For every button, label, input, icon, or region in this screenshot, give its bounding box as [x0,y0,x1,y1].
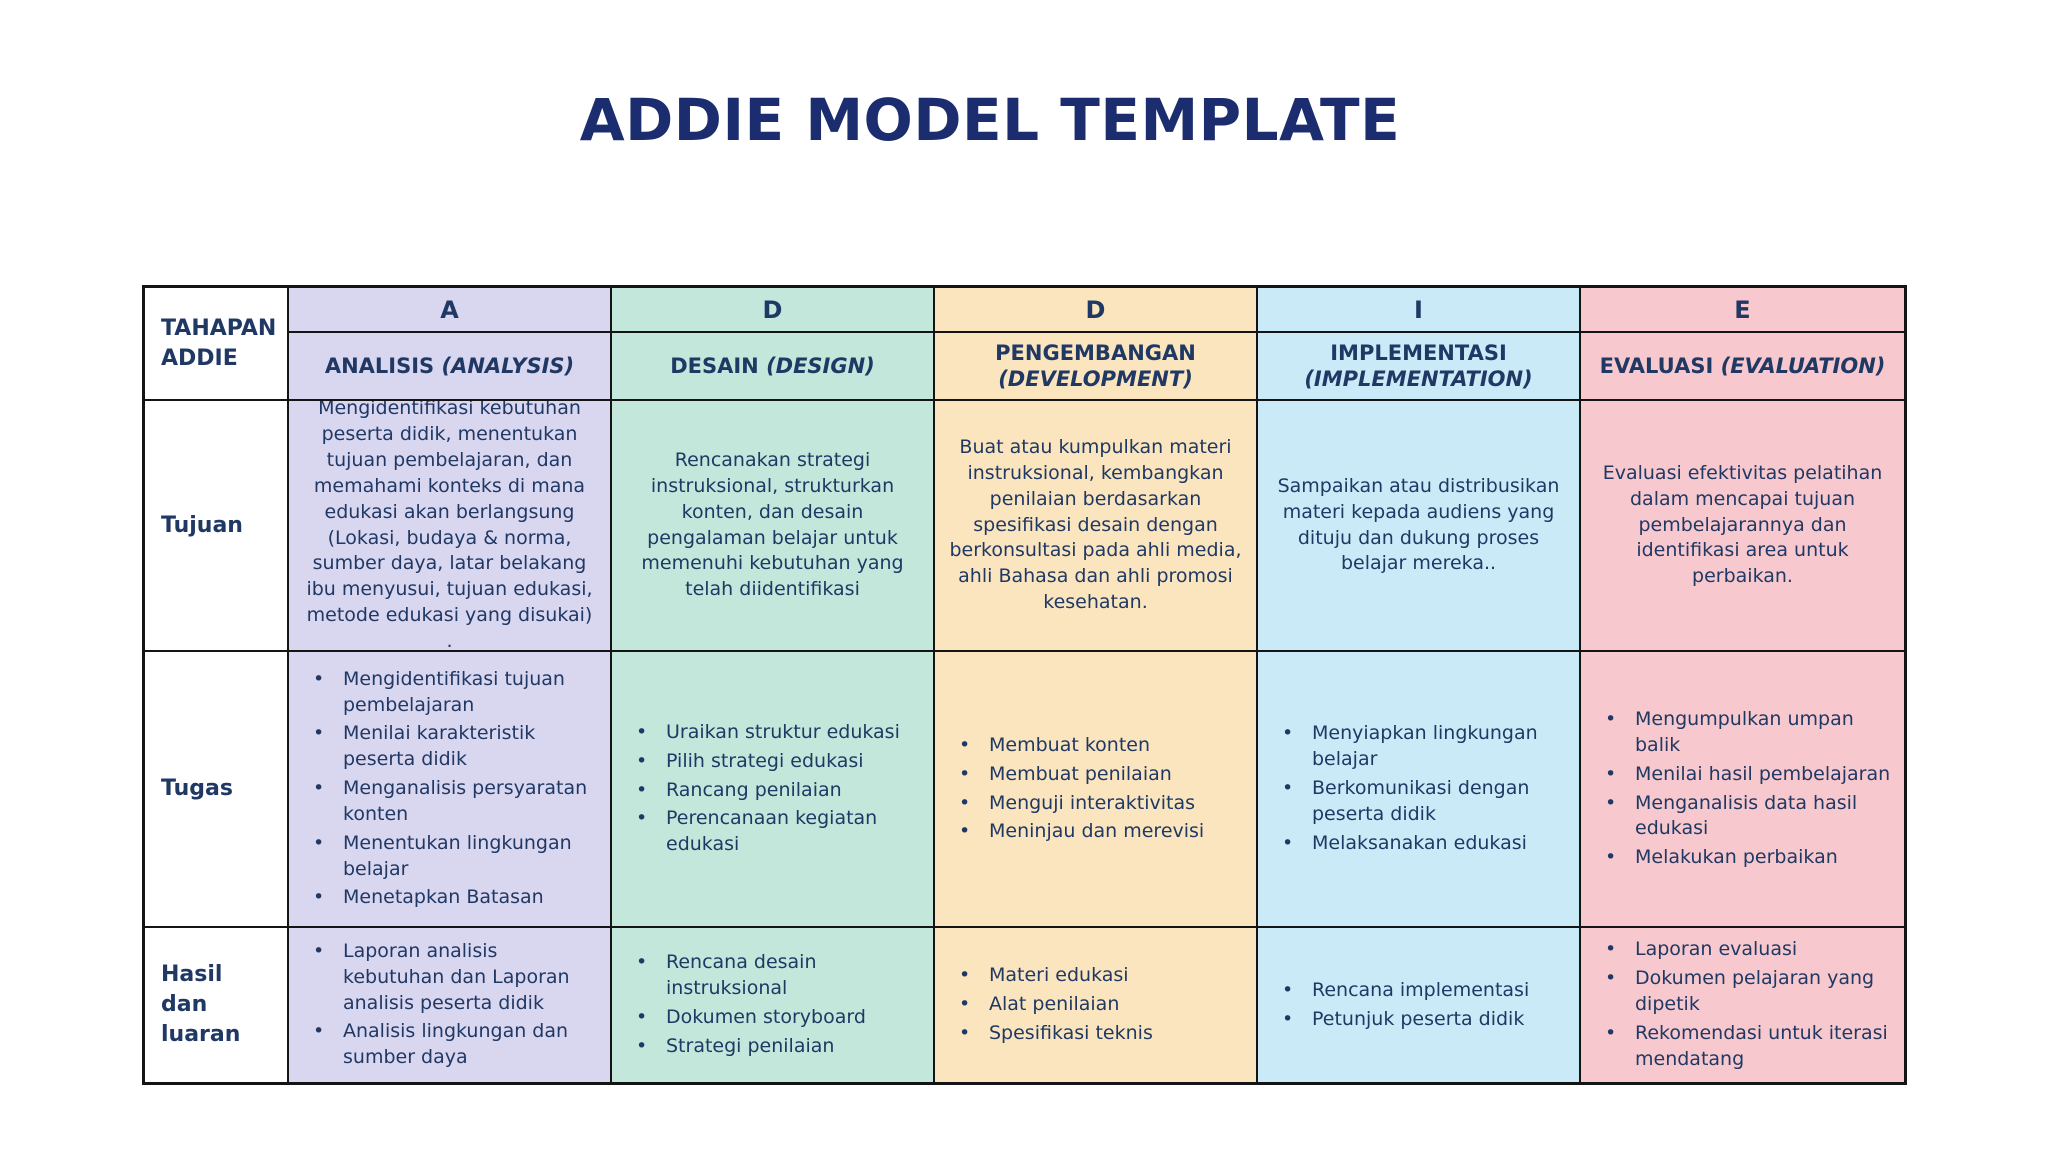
row-label-tugas: Tugas [145,652,289,928]
cell-tujuan-desain: Rencanakan strategi instruksional, struk… [612,401,935,652]
bullet-list: Uraikan struktur edukasiPilih strategi e… [620,717,925,861]
column-title: ANALISIS [324,353,435,378]
cell-hasil-desain: Rencana desain instruksionalDokumen stor… [612,928,935,1082]
bullet-item: Uraikan struktur edukasi [620,720,925,746]
bullet-item: Pilih strategi edukasi [620,749,925,775]
cell-tugas-pengembangan: Membuat kontenMembuat penilaianMenguji i… [935,652,1258,928]
column-header-analisis: ANALISIS (ANALYSIS) [289,333,612,401]
cell-hasil-pengembangan: Materi edukasiAlat penilaianSpesifikasi … [935,928,1258,1082]
bullet-item: Menilai karakteristik peserta didik [297,721,602,773]
header-letter-d-design: D [612,288,935,333]
column-header-implementasi: IMPLEMENTASI (IMPLEMENTATION) [1258,333,1581,401]
addie-model-table: TAHAPAN ADDIE A D D I E ANALISIS (ANALYS… [142,285,1907,1085]
column-header-desain: DESAIN (DESIGN) [612,333,935,401]
bullet-list: Membuat kontenMembuat penilaianMenguji i… [943,730,1204,848]
bullet-item: Rencana desain instruksional [620,950,925,1002]
bullet-item: Strategi penilaian [620,1034,925,1060]
header-letter-d-development: D [935,288,1258,333]
bullet-item: Dokumen pelajaran yang dipetik [1589,966,1896,1018]
cell-hasil-implementasi: Rencana implementasiPetunjuk peserta did… [1258,928,1581,1082]
bullet-item: Mengidentifikasi tujuan pembelajaran [297,667,602,719]
bullet-list: Mengidentifikasi tujuan pembelajaranMeni… [297,664,602,914]
bullet-item: Menganalisis data hasil edukasi [1589,791,1896,843]
column-title-english: (DEVELOPMENT) [998,367,1193,391]
bullet-item: Perencanaan kegiatan edukasi [620,806,925,858]
bullet-list: Mengumpulkan umpan balikMenilai hasil pe… [1589,704,1896,874]
bullet-item: Petunjuk peserta didik [1266,1007,1529,1033]
bullet-item: Menetapkan Batasan [297,885,602,911]
cell-hasil-evaluasi: Laporan evaluasiDokumen pelajaran yang d… [1581,928,1904,1082]
header-letter-e: E [1581,288,1904,333]
column-title: PENGEMBANGAN [995,340,1196,365]
bullet-item: Analisis lingkungan dan sumber daya [297,1019,602,1071]
bullet-list: Laporan analisis kebutuhan dan Laporan a… [297,936,602,1074]
bullet-item: Dokumen storyboard [620,1005,925,1031]
page-title: ADDIE MODEL TEMPLATE [579,86,1401,154]
column-title-english: (IMPLEMENTATION) [1304,367,1533,391]
cell-hasil-analisis: Laporan analisis kebutuhan dan Laporan a… [289,928,612,1082]
column-title: DESAIN [670,353,759,378]
column-title: IMPLEMENTASI [1330,340,1507,365]
bullet-item: Menentukan lingkungan belajar [297,831,602,883]
header-letter-i: I [1258,288,1581,333]
bullet-list: Rencana desain instruksionalDokumen stor… [620,947,925,1062]
cell-tujuan-pengembangan: Buat atau kumpulkan materi instruksional… [935,401,1258,652]
bullet-item: Melakukan perbaikan [1589,845,1896,871]
bullet-item: Mengumpulkan umpan balik [1589,707,1896,759]
cell-tugas-desain: Uraikan struktur edukasiPilih strategi e… [612,652,935,928]
cell-tugas-implementasi: Menyiapkan lingkungan belajarBerkomunika… [1258,652,1581,928]
column-title-english: (DESIGN) [766,353,875,378]
bullet-list: Laporan evaluasiDokumen pelajaran yang d… [1589,934,1896,1075]
cell-tugas-evaluasi: Mengumpulkan umpan balikMenilai hasil pe… [1581,652,1904,928]
bullet-item: Berkomunikasi dengan peserta didik [1266,776,1571,828]
bullet-item: Alat penilaian [943,992,1153,1018]
bullet-item: Menilai hasil pembelajaran [1589,762,1896,788]
bullet-item: Membuat konten [943,733,1204,759]
bullet-item: Membuat penilaian [943,762,1204,788]
bullet-item: Menyiapkan lingkungan belajar [1266,721,1571,773]
bullet-item: Menguji interaktivitas [943,791,1204,817]
column-header-evaluasi: EVALUASI (EVALUATION) [1581,333,1904,401]
bullet-item: Materi edukasi [943,963,1153,989]
bullet-item: Menganalisis persyaratan konten [297,776,602,828]
cell-tujuan-analisis: Mengidentifikasi kebutuhan peserta didik… [289,401,612,652]
row-label-tujuan: Tujuan [145,401,289,652]
bullet-list: Materi edukasiAlat penilaianSpesifikasi … [943,960,1153,1049]
bullet-item: Spesifikasi teknis [943,1021,1153,1047]
bullet-item: Laporan evaluasi [1589,937,1896,963]
column-title-english: (EVALUATION) [1720,353,1886,378]
corner-label-tahapan-addie: TAHAPAN ADDIE [145,288,289,401]
cell-tugas-analisis: Mengidentifikasi tujuan pembelajaranMeni… [289,652,612,928]
cell-tujuan-implementasi: Sampaikan atau distribusikan materi kepa… [1258,401,1581,652]
row-label-hasil-dan-luaran: Hasil dan luaran [145,928,289,1082]
bullet-list: Menyiapkan lingkungan belajarBerkomunika… [1266,718,1571,859]
bullet-item: Meninjau dan merevisi [943,819,1204,845]
bullet-item: Melaksanakan edukasi [1266,831,1571,857]
bullet-item: Rencana implementasi [1266,978,1529,1004]
bullet-item: Rekomendasi untuk iterasi mendatang [1589,1021,1896,1073]
bullet-item: Laporan analisis kebutuhan dan Laporan a… [297,939,602,1016]
column-title: EVALUASI [1599,353,1714,378]
column-title-english: (ANALYSIS) [441,353,575,378]
bullet-list: Rencana implementasiPetunjuk peserta did… [1266,975,1529,1036]
bullet-item: Rancang penilaian [620,778,925,804]
column-header-pengembangan: PENGEMBANGAN (DEVELOPMENT) [935,333,1258,401]
header-letter-a: A [289,288,612,333]
cell-tujuan-evaluasi: Evaluasi efektivitas pelatihan dalam men… [1581,401,1904,652]
